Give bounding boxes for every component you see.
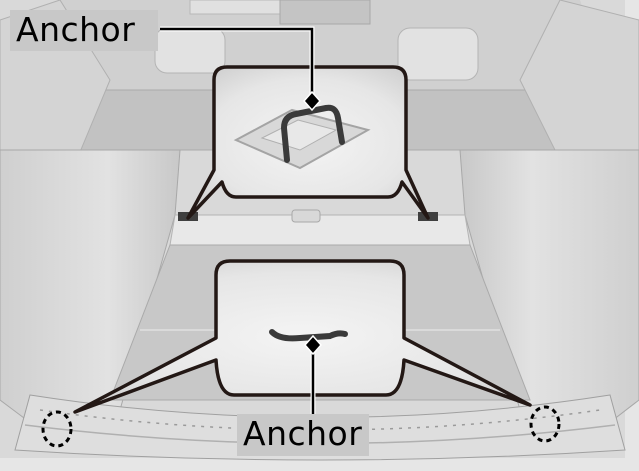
top-leader-line bbox=[160, 27, 314, 98]
right-sill-anchor-marker bbox=[529, 405, 561, 443]
top-anchor-label: Anchor bbox=[10, 10, 158, 51]
loop-anchor-icon bbox=[281, 104, 345, 163]
top-leader-diamond-icon bbox=[302, 90, 322, 112]
left-sill-anchor-marker bbox=[41, 410, 73, 448]
hook-anchor-icon bbox=[269, 329, 348, 342]
bottom-leader-diamond-icon bbox=[303, 334, 323, 356]
bottom-anchor-label: Anchor bbox=[237, 414, 369, 456]
